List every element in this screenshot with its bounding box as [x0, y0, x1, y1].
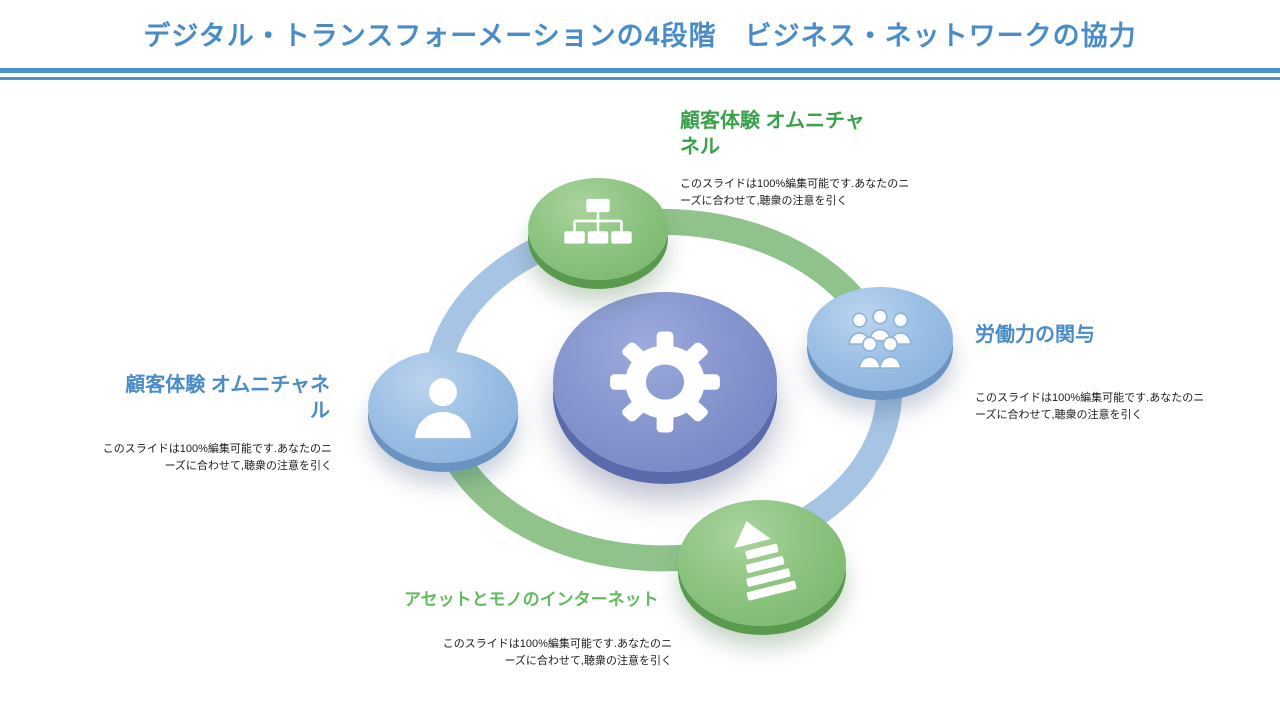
node-circle-right [807, 287, 953, 391]
node-heading-top: 顧客体験 オムニチャネル [680, 110, 865, 158]
center-hub-circle [553, 292, 777, 472]
org-chart-icon [560, 196, 636, 262]
node-heading-right: 労働力の関与 [975, 324, 1095, 346]
person-icon [400, 366, 486, 448]
node-circle-bottom [678, 500, 846, 626]
gear-icon [599, 321, 731, 443]
node-description-top: このスライドは100%編集可能です.あなたのニーズに合わせて,聴衆の注意を引く [680, 178, 910, 208]
divider-line-top [0, 68, 1280, 73]
divider-line-bottom [0, 77, 1280, 80]
node-heading-bottom: アセットとモノのインターネット [404, 590, 659, 609]
node-description-right: このスライドは100%編集可能です.あなたのニーズに合わせて,聴衆の注意を引く [975, 392, 1205, 422]
team-icon [837, 303, 923, 375]
stairs-arrow-icon [713, 515, 811, 611]
slide-title: デジタル・トランスフォーメーションの4段階 ビジネス・ネットワークの協力 [143, 21, 1137, 51]
node-circle-left [368, 351, 518, 463]
title-divider [0, 68, 1280, 80]
node-heading-left: 顧客体験 オムニチャネル [125, 374, 330, 422]
node-circle-top [528, 178, 668, 280]
node-description-bottom: このスライドは100%編集可能です.あなたのニーズに合わせて,聴衆の注意を引く [442, 638, 672, 668]
node-description-left: このスライドは100%編集可能です.あなたのニーズに合わせて,聴衆の注意を引く [102, 443, 332, 473]
